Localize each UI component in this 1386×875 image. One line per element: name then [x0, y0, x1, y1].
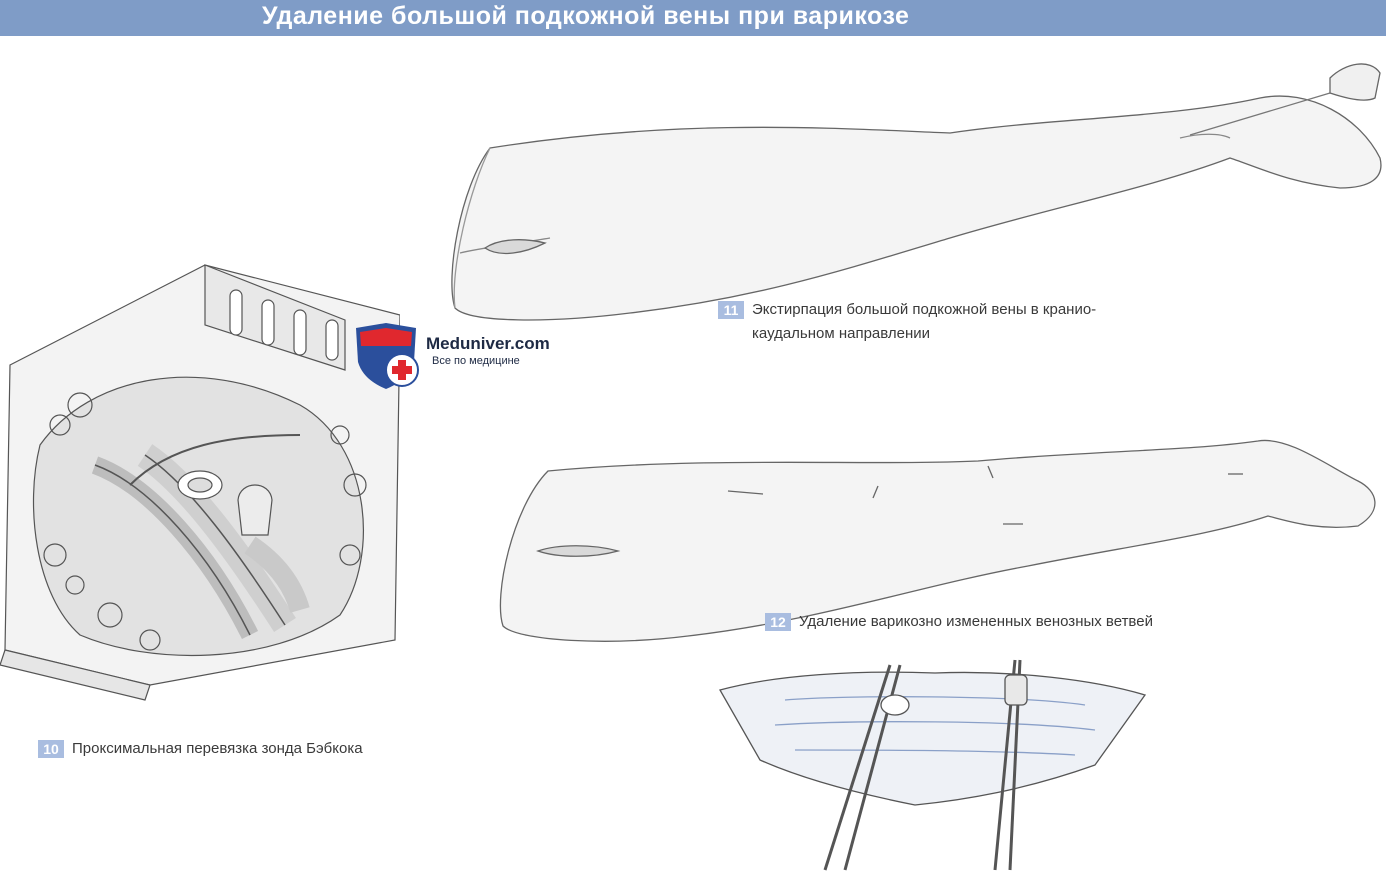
figure-12-caption: 12 Удаление варикозно измененных венозных…	[765, 610, 1153, 634]
shield-cross-icon	[356, 323, 419, 389]
figure-10-illustration	[0, 264, 400, 701]
title-bar: Удаление большой подкожной вены при вари…	[0, 0, 1386, 36]
figure-11-caption: 11 Экстирпация большой подкожной вены в к…	[718, 298, 1096, 346]
figure-12-number: 12	[765, 613, 791, 632]
figure-12-illustration	[499, 439, 1376, 642]
figure-11-illustration	[451, 63, 1382, 321]
figure-11-caption-line-2: каудальном направлении	[752, 325, 931, 342]
figure-11-caption-line-1: Экстирпация большой подкожной вены в кра…	[752, 301, 1097, 318]
logo-tagline: Все по медицине	[432, 355, 520, 367]
figure-10-number: 10	[38, 740, 64, 759]
figure-11-number: 11	[718, 301, 744, 320]
figure-10-caption: 10 Проксимальная перевязка зонда Бэбкока	[38, 737, 363, 761]
logo-name: Meduniver.com	[426, 334, 550, 353]
page-title: Удаление большой подкожной вены при вари…	[262, 2, 910, 30]
operative-detail-illustration	[719, 659, 1147, 871]
figure-12-caption-text: Удаление варикозно измененных венозных в…	[799, 613, 1153, 630]
meduniver-logo: Meduniver.com Все по медицине	[352, 322, 572, 392]
figure-10-caption-text: Проксимальная перевязка зонда Бэбкока	[72, 740, 363, 757]
